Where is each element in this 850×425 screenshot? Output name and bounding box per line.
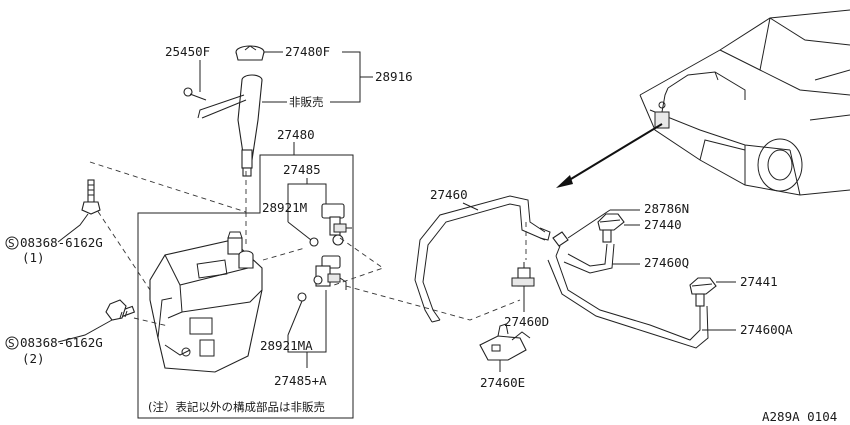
label-27460D: 27460D: [504, 314, 549, 329]
label-28916: 28916: [375, 69, 413, 84]
label-27480F: 27480F: [285, 44, 330, 59]
label-27485: 27485: [283, 162, 321, 177]
car-illustration: [639, 9, 850, 196]
diagram-ref-code: A289A 0104: [762, 409, 837, 424]
bracket-27460E-illustration: [479, 323, 531, 361]
filler-cap-28916-group: [183, 45, 265, 177]
bolt-1-illustration: [81, 179, 101, 215]
nozzle-27440-illustration: [597, 213, 625, 243]
hose-27460QA: [555, 255, 701, 341]
svg-text:S: S: [8, 337, 15, 350]
label-27460QA: 27460QA: [740, 322, 793, 337]
label-27480: 27480: [277, 127, 315, 142]
grommet-28921MA: [297, 292, 307, 302]
nozzle-27441-illustration: [689, 277, 717, 307]
label-bolt1-code: 08368-6162G: [20, 235, 103, 250]
label-27485A: 27485+A: [274, 373, 327, 388]
bolt-2-illustration: [105, 299, 136, 321]
label-bolt1-qty: (1): [22, 250, 45, 265]
label-27460Q: 27460Q: [644, 255, 689, 270]
label-27441: 27441: [740, 274, 778, 289]
location-arrow: [556, 123, 663, 188]
label-27460: 27460: [430, 187, 468, 202]
label-bolt2-code: 08368-6162G: [20, 335, 103, 350]
hose-27460Q: [567, 243, 608, 267]
screw-symbol-2: S: [5, 336, 19, 350]
label-bolt2-qty: (2): [22, 351, 45, 366]
label-28921MA: 28921MA: [260, 338, 313, 353]
svg-text:S: S: [8, 237, 15, 250]
assembly-frame: [137, 154, 354, 419]
grommet-28921M: [309, 237, 319, 247]
label-28786N: 28786N: [644, 201, 689, 216]
label-28921M: 28921M: [262, 200, 307, 215]
label-hibanbai: 非販売: [289, 95, 324, 109]
label-27440: 27440: [644, 217, 682, 232]
screw-symbol-1: S: [5, 236, 19, 250]
assembly-note: (注）表記以外の構成部品は非販売: [148, 400, 325, 414]
pump-27485A-illustration: [313, 255, 347, 290]
label-25450F: 25450F: [165, 44, 210, 59]
washer-tank-illustration: [149, 231, 263, 373]
connector-27460D-illustration: [511, 262, 535, 287]
pump-27485-illustration: [321, 203, 352, 246]
hose-27460: [414, 195, 546, 323]
check-valve-28786N-illustration: [552, 231, 569, 257]
label-27460E: 27460E: [480, 375, 525, 390]
